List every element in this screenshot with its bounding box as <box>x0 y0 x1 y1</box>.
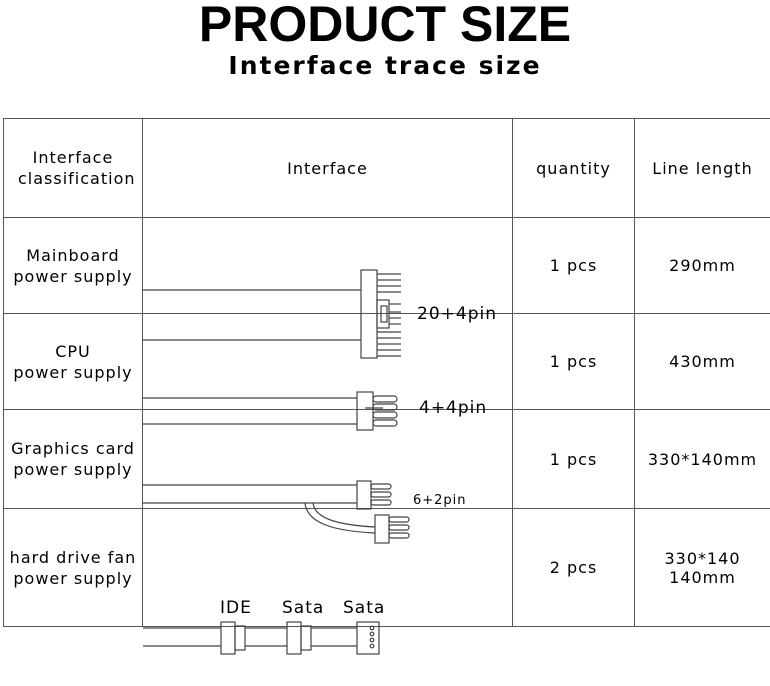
pin-label: 20+4pin <box>417 304 497 324</box>
table-header-row: Interface classification Interface quant… <box>4 119 770 218</box>
header-interface-classification: Interface classification <box>4 119 143 218</box>
interface-diagram: 20+4pin <box>143 218 513 314</box>
length-cell: 430mm <box>635 314 770 410</box>
header-quantity: quantity <box>513 119 635 218</box>
classification-line: Graphics card <box>4 438 142 459</box>
quantity-cell: 1 pcs <box>513 410 635 509</box>
classification-line: power supply <box>4 568 142 589</box>
classification-line: power supply <box>4 459 142 480</box>
length-cell: 330*140 140mm <box>635 509 770 627</box>
length-line: 140mm <box>635 568 770 587</box>
graphics-connector-diagram <box>143 459 512 558</box>
page-subtitle: Interface trace size <box>0 50 770 82</box>
quantity-cell: 1 pcs <box>513 218 635 314</box>
pin-label: 4+4pin <box>419 398 487 418</box>
header-line-length: Line length <box>635 119 770 218</box>
drive-connector-diagram <box>143 568 512 686</box>
interface-table: Interface classification Interface quant… <box>3 118 770 627</box>
row-classification: CPU power supply <box>4 314 143 410</box>
row-classification: hard drive fan power supply <box>4 509 143 627</box>
header-interface: Interface <box>143 119 513 218</box>
row-classification: Graphics card power supply <box>4 410 143 509</box>
page-title: PRODUCT SIZE <box>0 0 770 52</box>
length-cell: 290mm <box>635 218 770 314</box>
quantity-cell: 2 pcs <box>513 509 635 627</box>
pin-label: 6+2pin <box>413 493 467 508</box>
length-line: 330*140 <box>635 549 770 568</box>
classification-line: CPU <box>4 341 142 362</box>
classification-line: Mainboard <box>4 245 142 266</box>
row-classification: Mainboard power supply <box>4 218 143 314</box>
classification-line: power supply <box>4 266 142 287</box>
quantity-cell: 1 pcs <box>513 314 635 410</box>
sata-label: Sata <box>343 598 385 618</box>
table-row: Mainboard power supply <box>4 218 770 314</box>
sata-label: Sata <box>282 598 324 618</box>
classification-line: power supply <box>4 362 142 383</box>
classification-line: hard drive fan <box>4 547 142 568</box>
ide-label: IDE <box>220 598 252 618</box>
header-classification-text: Interface classification <box>18 147 128 189</box>
length-cell: 330*140mm <box>635 410 770 509</box>
